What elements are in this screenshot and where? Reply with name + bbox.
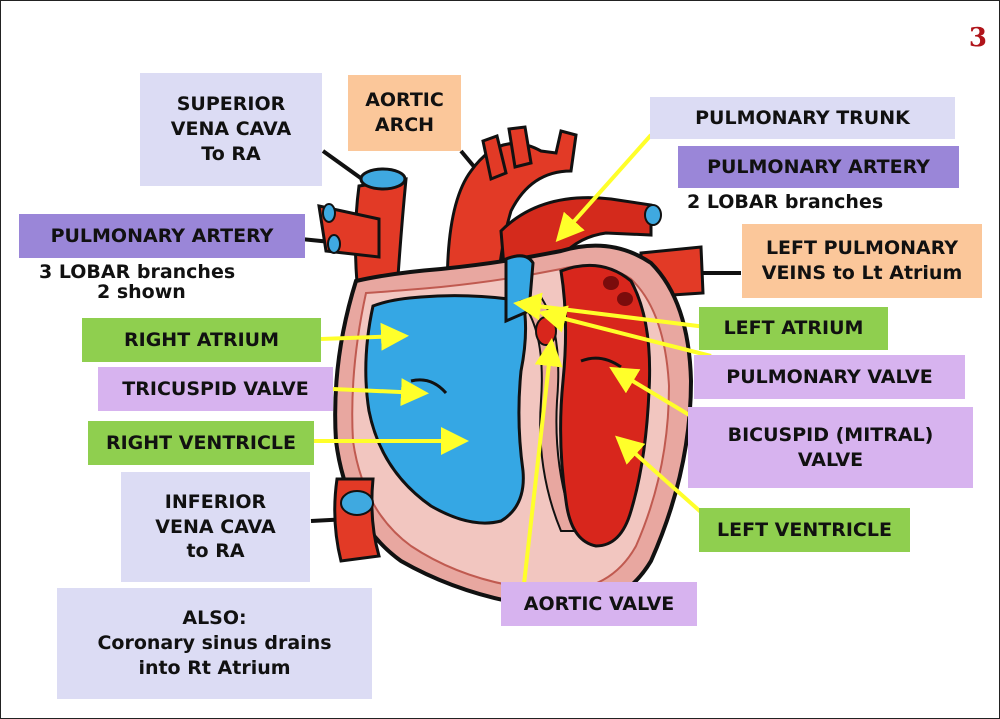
label-pulmonary-valve: PULMONARY VALVE	[694, 355, 965, 399]
ivc-opening	[341, 491, 373, 515]
pulm-vein-opening-2	[617, 292, 633, 306]
label-aortic-arch: AORTIC ARCH	[348, 75, 461, 151]
pulm-vein-opening-1	[603, 276, 619, 290]
pulmonary-artery-left-note: 2 LOBAR branches	[687, 191, 883, 214]
label-pulmonary-artery-right: PULMONARY ARTERY	[19, 214, 305, 258]
label-bicuspid-valve: BICUSPID (MITRAL) VALVE	[688, 407, 973, 488]
label-aortic-valve: AORTIC VALVE	[501, 582, 697, 626]
label-inferior-vena-cava: INFERIOR VENA CAVA to RA	[121, 472, 310, 582]
aortic-valve-shape	[536, 317, 556, 345]
rpa-opening-lower	[328, 235, 340, 253]
label-pulmonary-trunk: PULMONARY TRUNK	[650, 97, 955, 139]
label-pulmonary-artery-left: PULMONARY ARTERY	[678, 146, 959, 188]
label-also-note: ALSO: Coronary sinus drains into Rt Atri…	[57, 588, 372, 699]
rpa-opening-upper	[323, 204, 335, 222]
lpa-opening	[645, 205, 661, 225]
label-left-pulmonary-veins: LEFT PULMONARY VEINS to Lt Atrium	[742, 224, 982, 298]
label-right-atrium: RIGHT ATRIUM	[82, 318, 321, 362]
label-left-atrium: LEFT ATRIUM	[699, 307, 888, 350]
pulmonary-artery-right-note-2: 2 shown	[97, 281, 186, 304]
label-right-ventricle: RIGHT VENTRICLE	[88, 421, 314, 465]
svc-opening	[361, 169, 405, 189]
label-superior-vena-cava: SUPERIOR VENA CAVA To RA	[140, 73, 322, 186]
label-tricuspid-valve: TRICUSPID VALVE	[98, 367, 333, 411]
label-left-ventricle: LEFT VENTRICLE	[699, 508, 910, 552]
